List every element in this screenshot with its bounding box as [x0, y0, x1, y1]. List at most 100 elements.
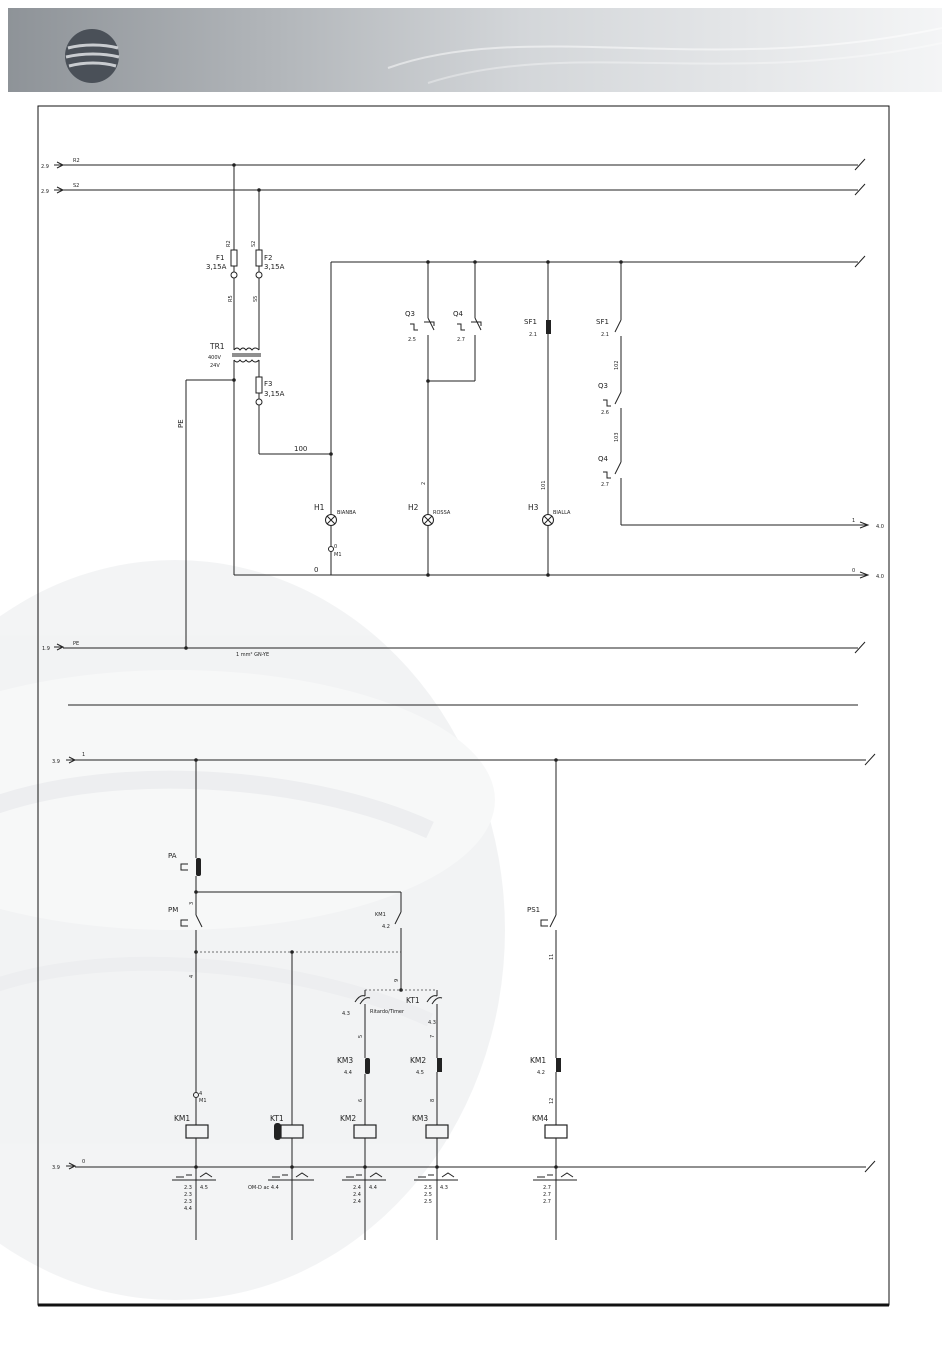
lamp-h2: 2 H2 ROSSA — [408, 381, 451, 577]
svg-text:4.4: 4.4 — [184, 1206, 192, 1212]
svg-text:400V: 400V — [208, 355, 222, 361]
svg-text:4.2: 4.2 — [537, 1070, 545, 1076]
bus-pe: 1.9 PE 1 mm² GN-YE — [42, 641, 866, 658]
wire-4-dashed — [196, 950, 401, 1125]
company-logo — [65, 29, 120, 83]
svg-text:4.3: 4.3 — [428, 1020, 436, 1026]
svg-text:2.5: 2.5 — [424, 1199, 432, 1205]
svg-text:4.3: 4.3 — [342, 1011, 350, 1017]
svg-text:PS1: PS1 — [527, 906, 540, 914]
fuse-f3: F3 3,15A 100 — [255, 376, 331, 455]
xref-km1: 2.3 2.3 2.3 4.4 4.5 — [172, 1172, 216, 1212]
svg-text:24V: 24V — [210, 363, 220, 369]
svg-text:4.5: 4.5 — [200, 1185, 208, 1191]
svg-text:KM1: KM1 — [530, 1056, 546, 1065]
svg-text:4.4: 4.4 — [344, 1070, 352, 1076]
svg-text:3,15A: 3,15A — [264, 390, 285, 398]
svg-text:4.0: 4.0 — [876, 574, 884, 580]
svg-text:1: 1 — [82, 752, 85, 758]
svg-text:F1: F1 — [216, 254, 224, 262]
xref-kt1: OM-D ac 4.4 — [248, 1172, 314, 1191]
interlock-km2: KM2 4.5 8 — [410, 1056, 442, 1125]
svg-text:KT1: KT1 — [406, 996, 420, 1005]
svg-text:11: 11 — [549, 954, 555, 960]
coil-km3: KM3 — [412, 1114, 449, 1240]
svg-text:0: 0 — [314, 566, 318, 574]
contacts-q3-q4: Q3 2.5 Q4 2.7 — [405, 262, 482, 383]
svg-text:2.7: 2.7 — [543, 1192, 551, 1198]
svg-text:0: 0 — [334, 544, 337, 550]
header-banner — [8, 8, 942, 92]
svg-text:7: 7 — [430, 1035, 436, 1038]
coil-km2: KM2 — [340, 1114, 377, 1240]
svg-text:8: 8 — [430, 1099, 436, 1102]
svg-text:4.0: 4.0 — [876, 524, 884, 530]
svg-text:H1: H1 — [314, 503, 325, 512]
lamp-h3: H3 BIALLA — [528, 503, 571, 577]
svg-text:1.9: 1.9 — [42, 646, 50, 652]
pushbutton-pm: PM 4 4 M1 — [168, 906, 207, 1125]
svg-text:3: 3 — [189, 902, 195, 905]
svg-text:1 mm² GN-YE: 1 mm² GN-YE — [236, 652, 269, 658]
svg-text:Q3: Q3 — [598, 382, 608, 390]
svg-text:PA: PA — [168, 852, 177, 860]
svg-text:4.4: 4.4 — [369, 1185, 377, 1191]
svg-text:103: 103 — [614, 432, 620, 442]
svg-text:R2: R2 — [73, 158, 80, 164]
svg-text:3.9: 3.9 — [52, 759, 60, 765]
pushbutton-pa: PA 3 — [168, 760, 201, 915]
svg-text:KT1: KT1 — [270, 1114, 284, 1123]
svg-text:R2: R2 — [226, 240, 232, 247]
svg-text:2.7: 2.7 — [457, 337, 465, 343]
interlock-km1: KM1 4.2 12 — [530, 1056, 561, 1125]
svg-text:Q4: Q4 — [598, 455, 609, 463]
lamp-h1: H1 BIANBA 0 M1 0 — [314, 262, 356, 575]
svg-text:BIALLA: BIALLA — [553, 510, 571, 516]
svg-text:BIANBA: BIANBA — [337, 510, 356, 516]
svg-text:0: 0 — [82, 1159, 85, 1165]
svg-text:2.7: 2.7 — [543, 1199, 551, 1205]
xref-km2: 2.4 2.4 2.4 4.4 — [342, 1172, 386, 1205]
svg-text:2.6: 2.6 — [601, 410, 609, 416]
bus-r2: 2.9 R2 — [41, 158, 866, 171]
svg-text:KM2: KM2 — [410, 1056, 426, 1065]
svg-text:102: 102 — [614, 360, 620, 370]
svg-text:3,15A: 3,15A — [264, 263, 285, 271]
background-sphere — [0, 560, 505, 1300]
svg-text:H3: H3 — [528, 503, 539, 512]
svg-text:Q4: Q4 — [453, 310, 464, 318]
svg-text:2.4: 2.4 — [353, 1185, 361, 1191]
svg-text:100: 100 — [294, 445, 307, 453]
svg-text:2.3: 2.3 — [184, 1185, 192, 1191]
svg-text:KM4: KM4 — [532, 1114, 548, 1123]
svg-text:101: 101 — [541, 480, 547, 490]
bus-0: 3.9 0 — [52, 1159, 876, 1173]
svg-text:OM-D ac 4.4: OM-D ac 4.4 — [248, 1185, 279, 1191]
svg-text:Q3: Q3 — [405, 310, 415, 318]
svg-text:2.5: 2.5 — [408, 337, 416, 343]
svg-text:2.3: 2.3 — [184, 1192, 192, 1198]
svg-text:KM3: KM3 — [337, 1056, 353, 1065]
coil-km4: KM4 — [532, 1114, 568, 1240]
svg-text:4: 4 — [189, 975, 195, 978]
pressure-switch-ps1: PS1 11 — [527, 760, 557, 1058]
svg-text:2.1: 2.1 — [601, 332, 609, 338]
interlock-km3: KM3 4.4 6 — [337, 1056, 370, 1125]
svg-text:SF1: SF1 — [596, 318, 609, 326]
svg-text:2.5: 2.5 — [424, 1192, 432, 1198]
timer-contacts-kt1: KT1 Ritardo/Timer 4.3 4.3 5 7 — [342, 989, 443, 1058]
coil-km1: KM1 — [174, 1114, 209, 1240]
pressure-switch-sf1: SF1 2.1 101 — [524, 262, 551, 514]
svg-text:ROSSA: ROSSA — [433, 510, 451, 516]
svg-text:2.4: 2.4 — [353, 1199, 361, 1205]
svg-text:R5: R5 — [228, 295, 234, 302]
xref-km3: 2.5 2.5 2.5 4.3 — [414, 1172, 458, 1205]
svg-text:S2: S2 — [73, 183, 79, 189]
svg-text:2.1: 2.1 — [529, 332, 537, 338]
svg-text:S2: S2 — [251, 241, 257, 247]
svg-text:9: 9 — [394, 979, 400, 982]
transformer-tr1: TR1 400V 24V — [208, 342, 261, 575]
contact-km1-selfhold: KM1 4.2 9 — [196, 891, 403, 992]
svg-text:PM: PM — [168, 906, 178, 914]
svg-text:4: 4 — [199, 1091, 202, 1097]
